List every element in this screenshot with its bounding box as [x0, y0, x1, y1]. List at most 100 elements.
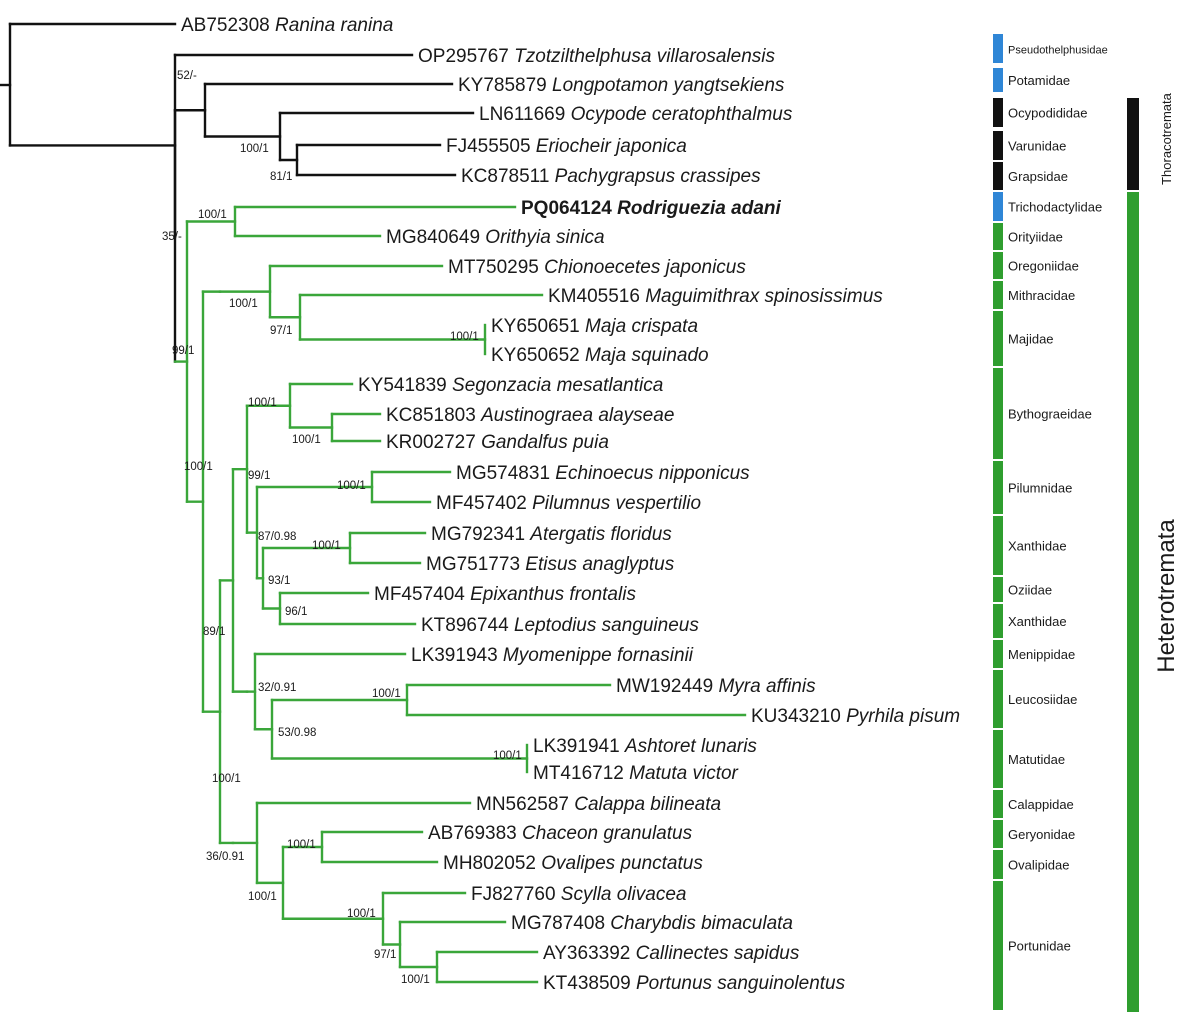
group-bar: [1127, 192, 1139, 1012]
tip-label: MN562587 Calappa bilineata: [476, 794, 721, 815]
accession-number: MW192449: [616, 676, 718, 697]
support-value: 99/1: [248, 470, 270, 482]
species-name: Longpotamon yangtsekiens: [552, 75, 785, 96]
accession-number: KT438509: [543, 973, 636, 994]
support-value: 100/1: [347, 908, 376, 920]
support-value: 53/0.98: [278, 727, 316, 739]
support-value: 100/1: [337, 480, 366, 492]
accession-number: FJ827760: [471, 884, 561, 905]
species-name: Chaceon granulatus: [522, 823, 693, 844]
accession-number: LN611669: [479, 104, 571, 125]
family-bar: [993, 881, 1003, 1010]
family-label: Orityiidae: [1008, 230, 1063, 245]
tip-label: MF457404 Epixanthus frontalis: [374, 584, 636, 605]
species-name: Scylla olivacea: [561, 884, 687, 905]
species-name: Eriocheir japonica: [536, 136, 687, 157]
family-label: Grapsidae: [1008, 169, 1068, 184]
family-bar: [993, 252, 1003, 279]
family-bar: [993, 34, 1003, 63]
family-bar: [993, 640, 1003, 668]
family-label: Pseudothelphusidae: [1008, 45, 1108, 57]
accession-number: KC851803: [386, 405, 481, 426]
family-bar: [993, 820, 1003, 848]
tip-label: KC878511 Pachygrapsus crassipes: [461, 166, 761, 187]
species-name: Etisus anaglyptus: [525, 554, 674, 575]
support-value: 97/1: [270, 325, 292, 337]
species-name: Ashtoret lunaris: [624, 736, 758, 757]
accession-number: KC878511: [461, 166, 555, 187]
family-label: Majidae: [1008, 332, 1054, 347]
family-bar: [993, 670, 1003, 728]
accession-number: MG787408: [511, 913, 610, 934]
family-bar: [993, 68, 1003, 92]
support-value: 100/1: [248, 397, 277, 409]
family-label: Bythograeidae: [1008, 407, 1092, 422]
species-name: Maja squinado: [585, 345, 709, 366]
tip-label: MT416712 Matuta victor: [533, 763, 739, 784]
family-bar: [993, 162, 1003, 190]
species-name: Myra affinis: [718, 676, 816, 697]
species-name: Austinograea alayseae: [480, 405, 674, 426]
species-name: Pachygrapsus crassipes: [555, 166, 761, 187]
accession-number: LK391943: [411, 645, 503, 666]
species-name: Epixanthus frontalis: [470, 584, 636, 605]
family-label: Matutidae: [1008, 752, 1065, 767]
tip-label: LK391943 Myomenippe fornasinii: [411, 645, 694, 666]
family-label: Oziidae: [1008, 583, 1052, 598]
species-name: Echinoecus nipponicus: [555, 463, 750, 484]
species-name: Orithyia sinica: [485, 227, 604, 248]
family-bar: [993, 577, 1003, 602]
species-name: Tzotzilthelphusa villarosalensis: [514, 46, 775, 67]
support-value: 100/1: [493, 750, 522, 762]
species-name: Maja crispata: [585, 316, 698, 337]
family-label: Ovalipidae: [1008, 858, 1069, 873]
species-name: Ranina ranina: [275, 15, 393, 36]
tip-label: KC851803 Austinograea alayseae: [386, 405, 674, 426]
accession-number: MH802052: [443, 853, 541, 874]
accession-number: MG574831: [456, 463, 555, 484]
tip-label: PQ064124 Rodriguezia adani: [521, 198, 781, 219]
tip-label: KY541839 Segonzacia mesatlantica: [358, 375, 663, 396]
accession-number: AB752308: [181, 15, 275, 36]
accession-number: KM405516: [548, 286, 645, 307]
support-value: 81/1: [270, 171, 292, 183]
family-label: Geryonidae: [1008, 827, 1075, 842]
accession-number: KY541839: [358, 375, 452, 396]
support-value: 89/1: [203, 626, 225, 638]
family-bar: [993, 790, 1003, 818]
group-label: Thoracotremata: [1159, 92, 1174, 185]
tip-label: KR002727 Gandalfus puia: [386, 432, 609, 453]
accession-number: FJ455505: [446, 136, 536, 157]
tip-label: MT750295 Chionoecetes japonicus: [448, 257, 746, 278]
family-label: Portunidae: [1008, 939, 1071, 954]
species-name: Pilumnus vespertilio: [532, 493, 701, 514]
tip-label: MF457402 Pilumnus vespertilio: [436, 493, 701, 514]
species-name: Segonzacia mesatlantica: [452, 375, 663, 396]
species-name: Portunus sanguinolentus: [636, 973, 846, 994]
accession-number: KT896744: [421, 615, 514, 636]
accession-number: LK391941: [533, 736, 625, 757]
support-value: 100/1: [292, 434, 321, 446]
family-bar: [993, 461, 1003, 514]
family-bar: [993, 192, 1003, 221]
family-bar: [993, 281, 1003, 309]
accession-number: KY650651: [491, 316, 585, 337]
family-label: Ocypodididae: [1008, 106, 1088, 121]
species-name: Chionoecetes japonicus: [544, 257, 746, 278]
support-value: 100/1: [450, 331, 479, 343]
support-value: 100/1: [372, 688, 401, 700]
family-label: Pilumnidae: [1008, 481, 1072, 496]
family-label: Calappidae: [1008, 797, 1074, 812]
tip-label: AY363392 Callinectes sapidus: [543, 943, 800, 964]
support-value: 100/1: [312, 540, 341, 552]
support-value: 96/1: [285, 606, 307, 618]
species-name: Myomenippe fornasinii: [503, 645, 694, 666]
support-value: 99/1: [172, 345, 194, 357]
accession-number: MG792341: [431, 524, 530, 545]
accession-number: MG840649: [386, 227, 485, 248]
support-value: 52/-: [177, 70, 197, 82]
species-name: Ocypode ceratophthalmus: [571, 104, 793, 125]
accession-number: MG751773: [426, 554, 525, 575]
family-bar: [993, 850, 1003, 879]
support-value: 87/0.98: [258, 531, 296, 543]
